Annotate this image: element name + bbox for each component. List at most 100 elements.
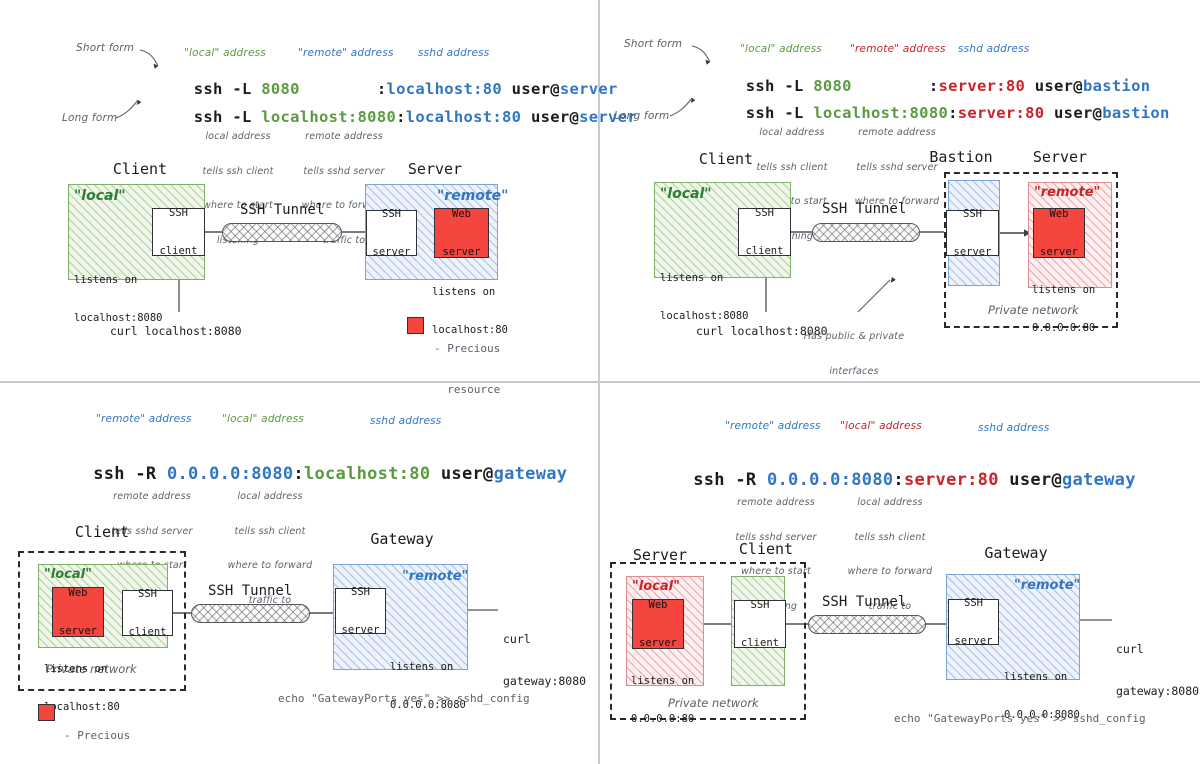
curl-line: gateway:8080: [503, 674, 587, 688]
box-web-server: Web server: [632, 599, 684, 649]
annotation-line: where to forward: [227, 560, 313, 571]
cmd-sep1: :: [396, 108, 406, 126]
zone-gateway-remote: [333, 564, 468, 670]
header-local-address: "local" address: [740, 43, 822, 55]
curl-line: curl: [1116, 642, 1144, 656]
ssh-tunnel-label: SSH Tunnel: [240, 202, 325, 218]
node-title-client: Client: [738, 540, 794, 558]
private-network-boundary: [610, 562, 806, 720]
zone-tag-remote: "remote": [437, 188, 509, 204]
cmd-user: user@: [502, 80, 560, 98]
curl-line: gateway:8080: [1116, 684, 1200, 698]
zone-client-local: [68, 184, 205, 280]
annotation-line: tells sshd server: [111, 525, 193, 537]
box-ssh-server: SSH server: [948, 597, 999, 647]
cmd-local-port: 8080: [261, 80, 300, 98]
box-label-line: server: [372, 245, 411, 258]
annotation-line: remote address: [737, 497, 815, 508]
listens-line: 0.0.0.0:8080: [1004, 708, 1080, 721]
header-sshd-address: sshd address: [418, 47, 490, 59]
long-form-command: ssh -L localhost:8080:localhost:80 user@…: [136, 90, 637, 144]
cmd-host: bastion: [1082, 77, 1151, 95]
note-line: interfaces: [829, 365, 879, 377]
cmd-host: bastion: [1102, 104, 1170, 122]
cmd-prefix: ssh -L: [745, 77, 814, 95]
cmd-prefix: ssh -R: [693, 470, 767, 490]
web-server-listens-label: listens on 0.0.0.0:80: [631, 650, 694, 750]
ssh-tunnel-label: SSH Tunnel: [208, 583, 293, 599]
zone-gateway-remote: [946, 574, 1080, 680]
header-local-address: "local" address: [184, 47, 266, 59]
box-label-line: client: [128, 625, 167, 638]
quadrant-local-forward-simple: "local" address "remote" address sshd ad…: [0, 0, 637, 396]
annotation-line: where to forward: [847, 566, 933, 577]
curl-command: curl localhost:8080: [696, 324, 828, 338]
box-label-line: server: [1040, 245, 1078, 258]
box-ssh-client: SSH client: [738, 207, 791, 257]
listens-line: listens on: [1032, 284, 1096, 296]
server-listens-label: listens on localhost:80: [432, 261, 508, 361]
annotation-line: tells sshd server: [856, 161, 938, 173]
header-remote-address: "remote" address: [850, 43, 946, 55]
curl-command: curl gateway:8080: [503, 604, 586, 716]
node-title-server: Server: [407, 160, 463, 178]
header-remote-address: "remote" address: [298, 47, 394, 59]
node-title-client: Client: [698, 150, 754, 168]
box-label-line: client: [741, 636, 779, 649]
legend-swatch-precious: [407, 317, 424, 334]
note-line: Has public & private: [803, 331, 905, 342]
annotation-line: tells sshd server: [303, 165, 385, 177]
cmd-local-addr: localhost:80: [303, 464, 431, 484]
node-title-gateway: Gateway: [984, 544, 1048, 562]
cmd-host: server: [579, 108, 637, 126]
box-label-line: Web: [648, 599, 668, 611]
annotation-line: traffic to: [248, 594, 292, 606]
curl-command: curl gateway:8080: [1116, 614, 1199, 726]
header-sshd-address: sshd address: [958, 43, 1030, 55]
annotation-line: remote address: [305, 131, 383, 142]
box-label-line: SSH: [750, 599, 770, 611]
cmd-local-port: 8080: [813, 77, 852, 95]
listens-line: listens on: [74, 274, 138, 286]
box-label-line: SSH: [138, 588, 157, 600]
annotation-line: local address: [237, 491, 303, 502]
listens-line: localhost:8080: [74, 311, 163, 324]
short-form-label: Short form: [624, 38, 683, 50]
box-ssh-client: SSH client: [152, 207, 205, 257]
listens-line: 0.0.0.0:80: [631, 712, 695, 725]
curl-command: curl localhost:8080: [110, 324, 242, 338]
server-listens-label: listens on 0.0.0.0:80: [1032, 259, 1095, 359]
listens-line: listens on: [660, 272, 724, 284]
private-network-label: Private network: [46, 662, 137, 676]
header-remote-address: "remote" address: [96, 413, 192, 425]
legend-swatch-precious: [38, 704, 55, 721]
box-ssh-client: SSH client: [734, 599, 786, 649]
listens-line: listens on: [631, 675, 695, 687]
annotation-line: tells sshd server: [735, 531, 817, 543]
cmd-remote-addr: 0.0.0.0:8080: [766, 470, 894, 490]
cmd-remote-addr: server:80: [938, 77, 1026, 95]
cmd-remote-addr: localhost:80: [386, 80, 503, 98]
listens-line: listens on: [1004, 671, 1068, 683]
annotation-line: remote address: [113, 491, 191, 502]
short-form-command: ssh -L 8080 :server:80 user@bastion: [688, 59, 1150, 113]
box-label-line: SSH: [169, 207, 188, 219]
remote-forward-command: ssh -R 0.0.0.0:8080:server:80 user@gatew…: [630, 450, 1136, 510]
box-label-line: Web: [1049, 208, 1069, 220]
quadrant-remote-forward-simple: "remote" address "local" address sshd ad…: [0, 384, 598, 764]
zone-tag-local: "local": [632, 579, 680, 594]
box-label-line: server: [341, 623, 380, 636]
box-label-line: Web: [68, 587, 88, 599]
box-label-line: server: [59, 624, 97, 637]
listens-line: listens on: [390, 661, 454, 673]
box-label-line: SSH: [755, 207, 774, 219]
cmd-host: gateway: [1061, 470, 1136, 490]
short-form-command: ssh -L 8080 :localhost:80 user@server: [136, 62, 618, 116]
cmd-sep1: :: [948, 104, 958, 122]
gateway-listens-label: listens on 0.0.0.0:8080: [1004, 646, 1080, 746]
annotation-line: local address: [857, 497, 923, 508]
cmd-sep1: :: [851, 77, 939, 95]
annotation-line: local address: [759, 127, 825, 138]
box-label-line: Web: [452, 208, 471, 220]
